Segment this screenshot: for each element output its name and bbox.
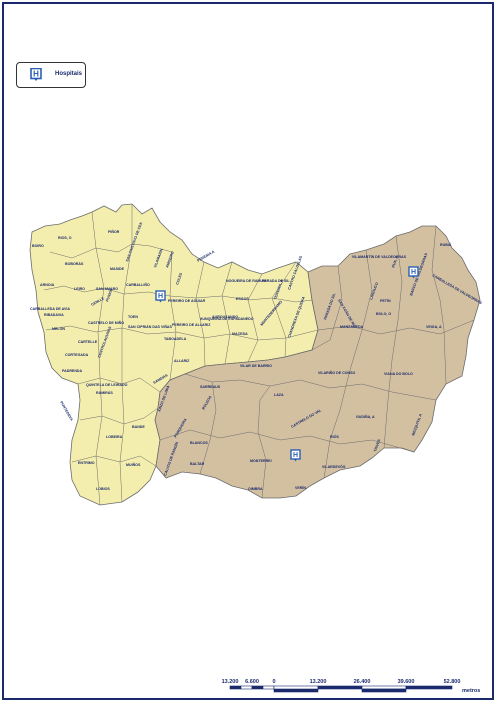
label-padrenda: PADRENDA bbox=[62, 369, 83, 373]
label-taboadela: TABOADELA bbox=[164, 337, 187, 341]
label-bolo-o: BOLO, O bbox=[376, 312, 391, 316]
label-vilardevos: VILARDEVÓS bbox=[322, 464, 346, 469]
label-monterrei: MONTERREI bbox=[250, 459, 272, 463]
label-nogueira-de-ramuin: NOGUEIRA DE RAMUIN bbox=[226, 279, 267, 283]
scale-label-0: 13.200 bbox=[222, 679, 239, 685]
hospital-icon: H bbox=[30, 67, 44, 87]
label-boiro: BOIRO bbox=[32, 244, 44, 248]
svg-text:H: H bbox=[293, 452, 298, 459]
label-baltar: BALTAR bbox=[190, 462, 205, 466]
label-carballino: CARBALLIÑO bbox=[126, 282, 150, 287]
province-eastern-zone bbox=[154, 225, 481, 499]
label-laza: LAZA bbox=[274, 393, 284, 397]
label-san-amaro: SAN AMARO bbox=[96, 287, 118, 291]
label-boboras: BOBORÁS bbox=[65, 261, 84, 266]
hospital-marker-verin[interactable]: H bbox=[290, 449, 301, 462]
label-parada-de-sil: PARADA DE SIL bbox=[262, 279, 290, 283]
scale-label-4: 26.400 bbox=[354, 679, 371, 685]
label-bande: BANDE bbox=[132, 425, 145, 429]
hospital-marker-ourense[interactable]: H bbox=[155, 290, 166, 303]
scale-unit: metros bbox=[462, 688, 480, 694]
scale-label-3: 13.200 bbox=[310, 679, 327, 685]
municipal-boundaries bbox=[43, 204, 475, 506]
scale-label-6: 52.800 bbox=[444, 679, 461, 685]
label-allariz: ALLARIZ bbox=[174, 359, 190, 363]
label-gudina-a: GUDIÑA, A bbox=[356, 414, 375, 419]
label-pereiro-de-allariz: PEREIRO DE ALLARIZ bbox=[172, 323, 211, 327]
map-frame bbox=[2, 2, 494, 700]
label-larouco: LAROUCO bbox=[369, 282, 379, 301]
label-xunqueira-de-espadanedo: XUNQUEIRA DE ESPADANEDO bbox=[200, 317, 254, 321]
label-pereiro-de-aguiar: PEREIRO DE AGUIAR bbox=[168, 299, 206, 303]
label-cartelle: CARTELLE bbox=[78, 340, 98, 344]
label-maceda: MACEDA bbox=[232, 332, 248, 336]
label-lobios: LOBIOS bbox=[96, 487, 110, 491]
label-rubia: RUBIÁ bbox=[440, 242, 452, 247]
label-rua-a: RUA, A bbox=[391, 255, 399, 268]
legend-box: H Hospitais bbox=[16, 62, 86, 88]
label-arnoia: ARNOIA bbox=[40, 283, 55, 287]
label-amoeiro: AMOEIRO bbox=[165, 251, 175, 269]
label-teixeira-a: TEIXEIRA, A bbox=[273, 279, 284, 301]
scale-label-2: 0 bbox=[272, 679, 275, 685]
label-mezquita-a: MEZQUITA, A bbox=[411, 413, 423, 436]
hospital-marker-valdeorras[interactable]: H bbox=[408, 266, 419, 279]
label-sarreaus: SARREAUS bbox=[200, 385, 221, 389]
label-petin: PETÍN bbox=[380, 298, 391, 303]
label-lobeira: LOBEIRA bbox=[106, 435, 123, 439]
svg-text:H: H bbox=[33, 70, 39, 79]
label-toen: TOEN bbox=[128, 315, 138, 319]
scale-label-1: 6.600 bbox=[245, 679, 259, 685]
label-aurousando: AUROUSANDO bbox=[212, 315, 238, 319]
label-oimbra: OIMBRA bbox=[248, 487, 263, 491]
label-castrelo-de-mino: CASTRELO DE MIÑO bbox=[88, 320, 124, 325]
svg-text:H: H bbox=[158, 293, 163, 300]
label-punxin: PUNXÍN bbox=[104, 287, 113, 302]
label-viana-do-bolo: VIANA DO BOLO bbox=[384, 372, 413, 376]
label-melon: MELÓN bbox=[52, 326, 65, 331]
label-vilamarin: VILAMARÍN bbox=[152, 247, 164, 268]
label-verin: VERÍN bbox=[295, 485, 306, 490]
label-quintela-de-leirado: QUINTELA DE LEIRADO bbox=[86, 383, 128, 387]
label-vilamartin-de-valdeorras: VILAMARTÍN DE VALDEORRAS bbox=[352, 254, 407, 259]
label-coles: COLES bbox=[175, 272, 183, 286]
label-vilarino-de-conso: VILARIÑO DE CONSO bbox=[318, 370, 356, 375]
label-maside: MASIDE bbox=[110, 267, 125, 271]
legend-label: Hospitais bbox=[55, 71, 83, 77]
label-carballeda-de-avia: CARBALLEDA DE AVIA bbox=[30, 307, 70, 311]
label-pinor: PIÑOR bbox=[108, 229, 120, 234]
label-trives: TRIVES bbox=[373, 438, 381, 452]
label-muinos: MUIÑOS bbox=[126, 462, 141, 467]
label-esgos: ESGOS bbox=[236, 297, 249, 301]
label-rios: RIÓS bbox=[330, 434, 339, 439]
label-san-ciprian-das-vinas: SAN CIPRIÁN DAS VIÑAS bbox=[128, 324, 173, 329]
label-cortegada: CORTEGADA bbox=[65, 353, 89, 357]
label-vilar-de-barrio: VILAR DE BARRIO bbox=[240, 364, 272, 368]
svg-text:H: H bbox=[411, 269, 416, 276]
label-cenlle: CENLLE bbox=[91, 296, 106, 307]
label-veiga-a: VEIGA, A bbox=[426, 325, 442, 329]
label-sandias: SANDIAS bbox=[153, 373, 170, 385]
label-entrimo: ENTRIMO bbox=[78, 461, 95, 465]
label-leiro: LEIRO bbox=[74, 287, 85, 291]
label-manzaneda: MANZANEDA bbox=[340, 325, 364, 329]
scale-label-5: 39.600 bbox=[398, 679, 415, 685]
label-ramiras: RAMIRÁS bbox=[96, 390, 113, 395]
label-blancos: BLANCOS bbox=[190, 441, 208, 445]
label-rios-o: RIOS, O bbox=[58, 236, 72, 240]
scale-segments bbox=[229, 685, 453, 693]
label-ribadavia: RIBADAVIA bbox=[44, 313, 64, 317]
label-rouzos: ROUZOS bbox=[201, 395, 212, 411]
